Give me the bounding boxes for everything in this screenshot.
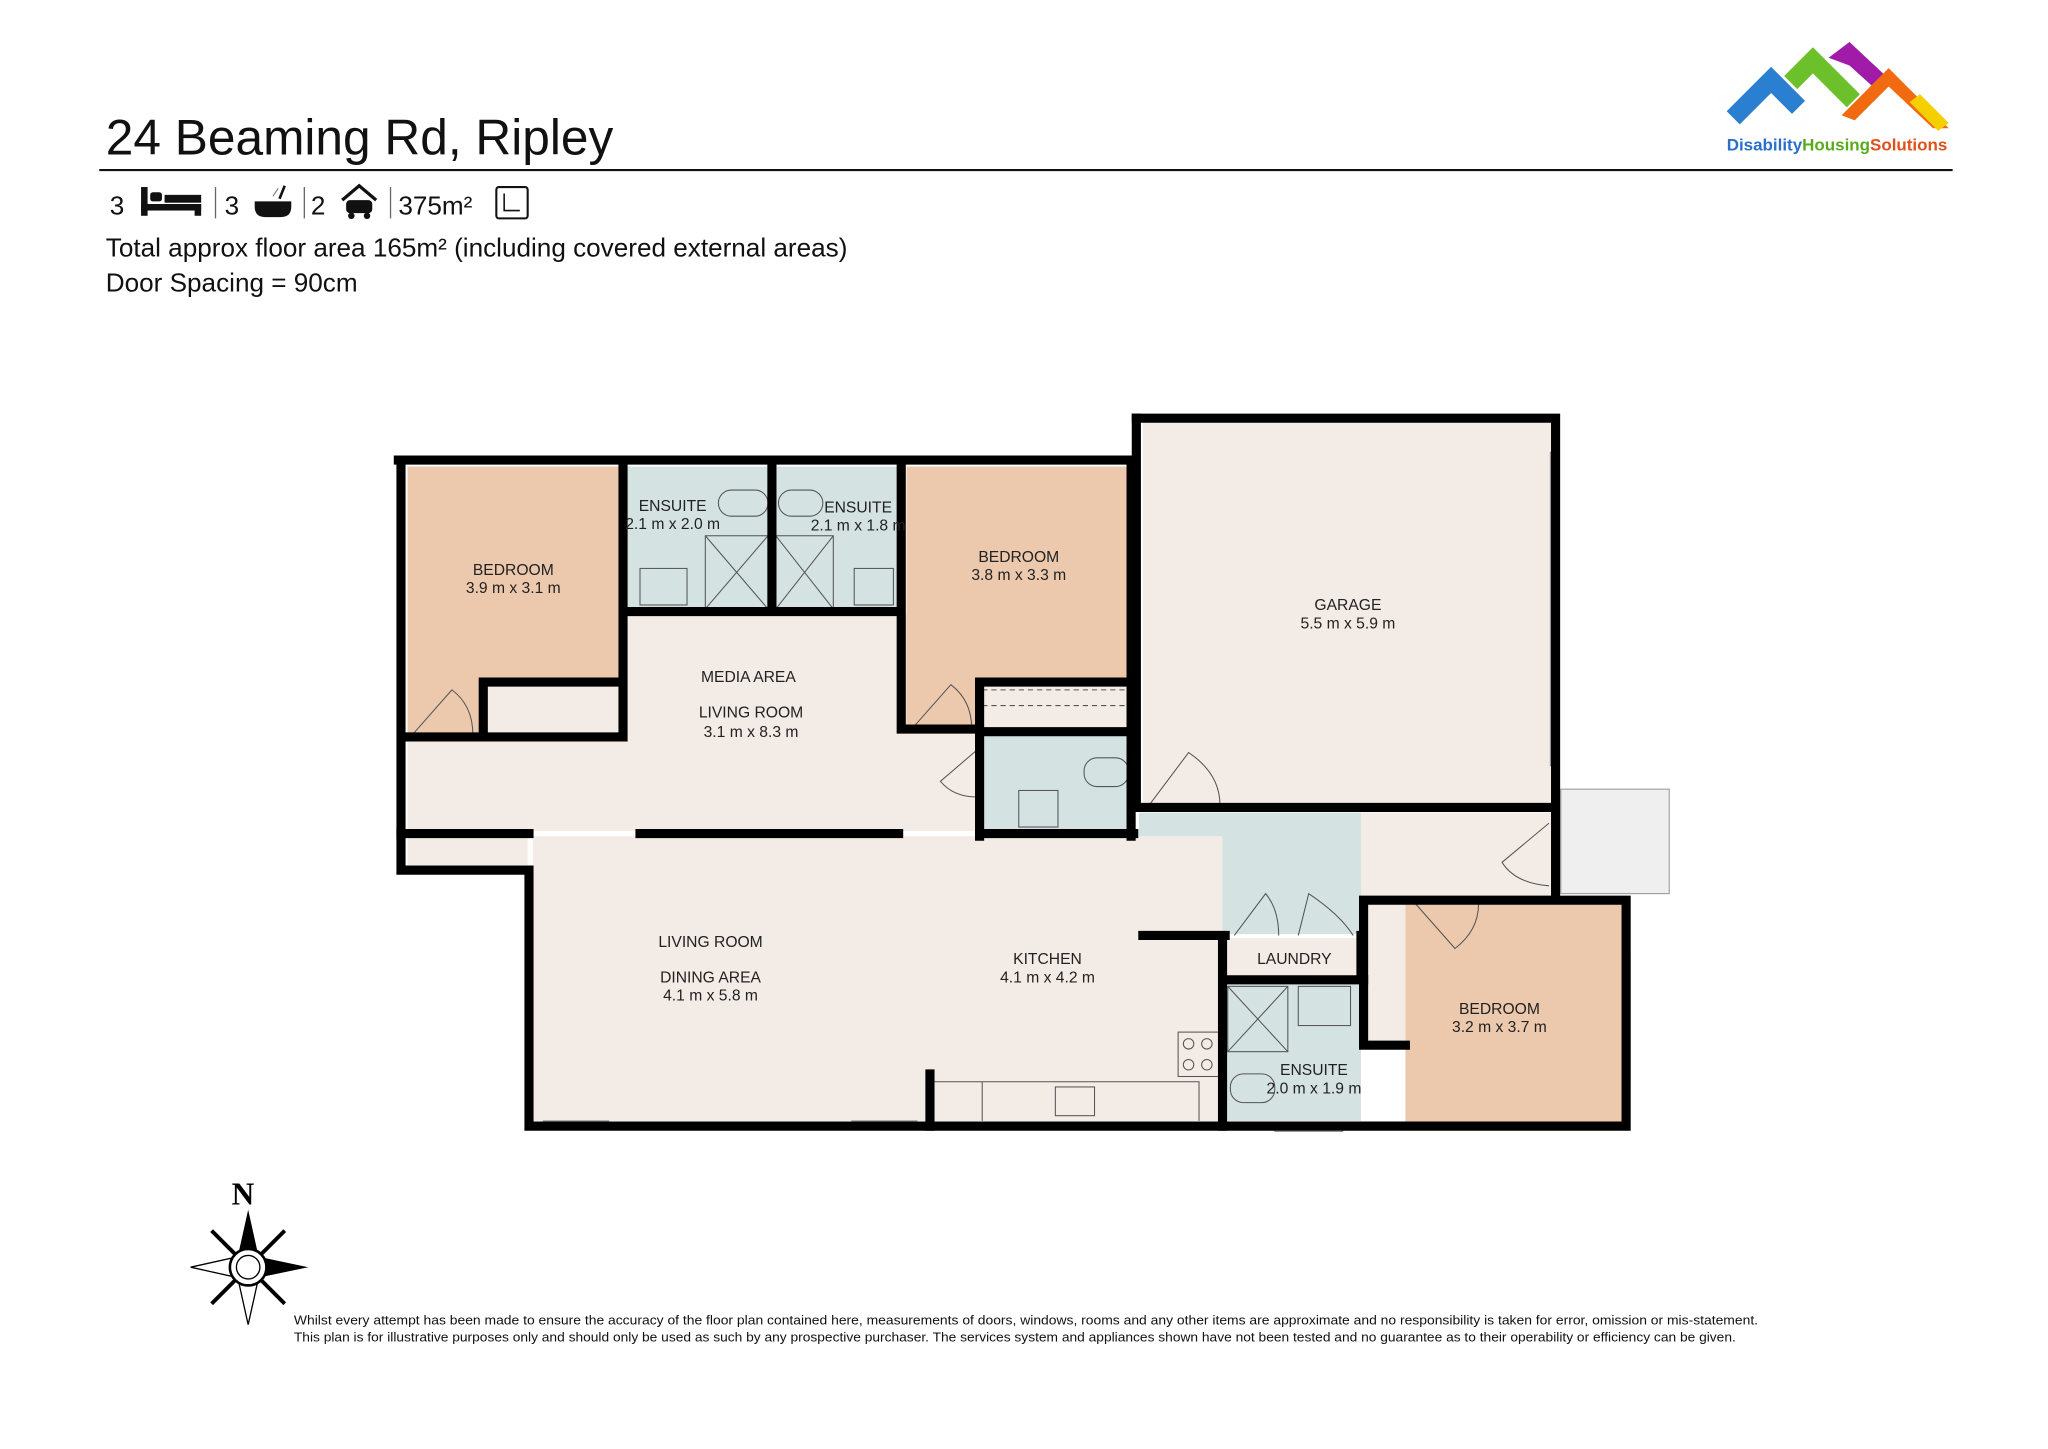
room-fills bbox=[407, 420, 1670, 1124]
room-dims: 2.0 m x 1.9 m bbox=[1267, 1080, 1362, 1097]
floor-area-text: Total approx floor area 165m² (including… bbox=[106, 232, 848, 262]
room-dims: 4.1 m x 4.2 m bbox=[1000, 969, 1095, 986]
bathroom-area bbox=[982, 734, 1132, 831]
bedrooms-count: 3 bbox=[110, 190, 125, 220]
bedroom-3-area bbox=[1405, 901, 1623, 1124]
svg-text:DisabilityHousingSolutions: DisabilityHousingSolutions bbox=[1727, 135, 1948, 154]
logo-text-disability: Disability bbox=[1727, 135, 1803, 154]
disclaimer-line-1: Whilst every attempt has been made to en… bbox=[294, 1314, 1758, 1328]
car-spaces-count: 2 bbox=[311, 190, 326, 220]
fixtures bbox=[639, 489, 1352, 1121]
room-dims: 3.8 m x 3.3 m bbox=[971, 567, 1066, 584]
room-name: GARAGE bbox=[1314, 597, 1381, 614]
room-name: LIVING ROOM bbox=[699, 704, 803, 721]
floor-plan bbox=[393, 413, 1670, 1132]
compass-rose-icon: N bbox=[190, 1177, 309, 1325]
ensuite-2-area bbox=[775, 466, 899, 609]
room-name: ENSUITE bbox=[1280, 1062, 1348, 1079]
compass-north-label: N bbox=[232, 1177, 255, 1212]
room-dims: 3.9 m x 3.1 m bbox=[466, 580, 561, 597]
garage-area bbox=[1142, 420, 1552, 804]
room-name: BEDROOM bbox=[1459, 1001, 1540, 1018]
bathrooms-count: 3 bbox=[225, 190, 240, 220]
room-dims: 3.1 m x 8.3 m bbox=[704, 724, 799, 741]
land-area: 375m² bbox=[398, 190, 472, 220]
room-dims: 2.1 m x 1.8 m bbox=[811, 518, 906, 535]
room-name: BEDROOM bbox=[473, 562, 554, 579]
room-dims: 3.2 m x 3.7 m bbox=[1452, 1019, 1547, 1036]
room-name: LIVING ROOM bbox=[658, 934, 762, 951]
room-name: DINING AREA bbox=[660, 969, 761, 986]
room-name: BEDROOM bbox=[978, 549, 1059, 566]
bath-icon bbox=[254, 185, 292, 218]
logo-text-solutions: Solutions bbox=[1870, 135, 1947, 154]
disclaimer-line-2: This plan is for illustrative purposes o… bbox=[294, 1331, 1736, 1345]
bed-icon bbox=[141, 187, 202, 216]
room-dims: 5.5 m x 5.9 m bbox=[1300, 615, 1395, 632]
property-stats: 3 3 2 375m² bbox=[110, 183, 529, 220]
living-kitchen-area bbox=[532, 836, 1223, 1121]
room-name: LAUNDRY bbox=[1257, 951, 1332, 968]
room-dims: 2.1 m x 2.0 m bbox=[625, 516, 720, 533]
door-spacing-text: Door Spacing = 90cm bbox=[106, 268, 358, 298]
room-name: MEDIA AREA bbox=[701, 669, 796, 686]
walls bbox=[393, 413, 1631, 1131]
room-labels: BEDROOM 3.9 m x 3.1 m ENSUITE 2.1 m x 2.… bbox=[466, 498, 1547, 1098]
logo-text-housing: Housing bbox=[1802, 135, 1870, 154]
land-area-icon bbox=[495, 185, 529, 220]
room-name: KITCHEN bbox=[1013, 951, 1082, 968]
room-name: ENSUITE bbox=[639, 498, 707, 515]
page-title: 24 Beaming Rd, Ripley bbox=[106, 109, 614, 165]
car-garage-icon bbox=[341, 183, 378, 220]
company-logo: DisabilityHousingSolutions bbox=[1726, 42, 1949, 154]
laundry-area bbox=[1225, 938, 1361, 978]
porch-area bbox=[1560, 788, 1670, 895]
room-name: ENSUITE bbox=[824, 499, 892, 516]
doors bbox=[412, 683, 1550, 950]
room-dims: 4.1 m x 5.8 m bbox=[663, 988, 758, 1005]
